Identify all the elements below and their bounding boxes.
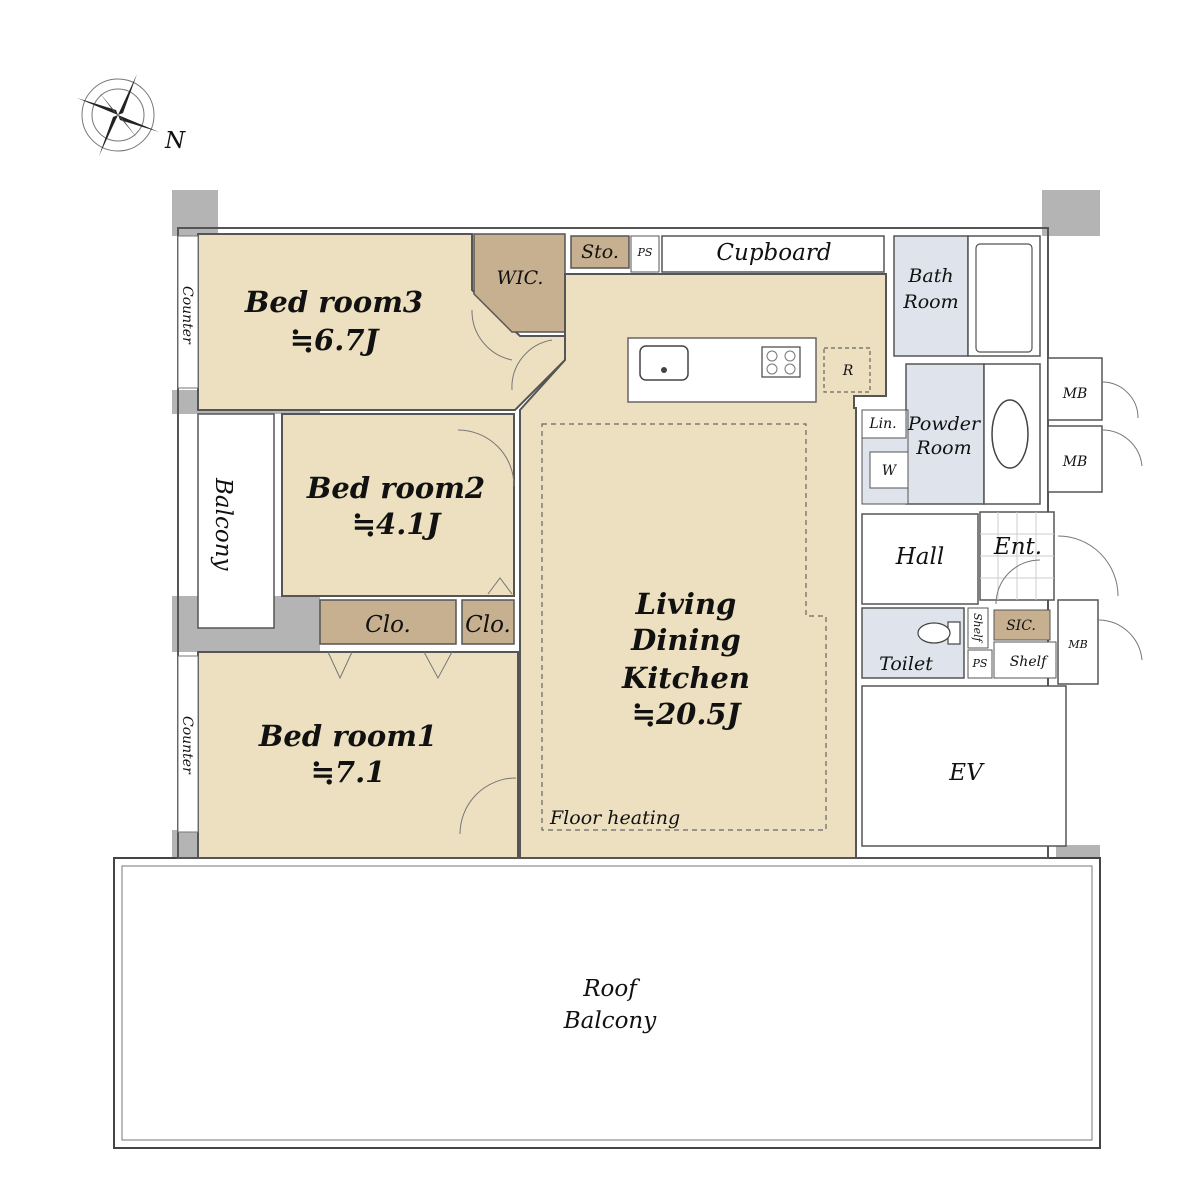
bedroom-1-area: ≒7.1 [311, 755, 386, 789]
north-label: N [164, 128, 186, 154]
floor-heating-area [541, 423, 827, 831]
ldk-label-line3: Kitchen [621, 661, 750, 695]
door-swing [511, 339, 553, 391]
roof-balcony-inner [121, 865, 1093, 1141]
sink-icon [639, 345, 689, 381]
bedroom-1-name: Bed room1 [258, 719, 437, 753]
refrigerator-label: R [842, 363, 854, 379]
small-balcony-label: Balcony [210, 477, 236, 572]
meter-box-3-label: MB [1067, 638, 1087, 651]
meter-box-1 [1047, 357, 1103, 421]
counter-bedroom3-label: Counter [179, 286, 195, 345]
bath-label-line2: Room [902, 291, 958, 313]
washer-space [869, 451, 909, 489]
washer-label: W [882, 463, 898, 479]
counter-bedroom3 [177, 235, 199, 389]
ldk-label-line1: Living [635, 587, 737, 621]
toilet-label: Toilet [879, 653, 933, 675]
elevator-hall [861, 685, 1067, 847]
toilet-pipe-space-label: PS [972, 657, 988, 670]
toilet-pipe-space [967, 649, 993, 679]
storage-label: Sto. [581, 241, 619, 263]
meter-box-1-label: MB [1062, 386, 1088, 402]
toilet-icon [917, 621, 961, 645]
cupboard [661, 235, 885, 273]
bathtub-icon [975, 243, 1033, 353]
door-marker [423, 651, 453, 680]
meter-box-2 [1047, 425, 1103, 493]
faucet-icon [661, 367, 667, 373]
roof-balcony-label-line1: Roof [582, 976, 640, 1002]
door-swing [1097, 619, 1143, 661]
bedroom-2-area: ≒4.1J [352, 507, 443, 541]
linen-cupboard [861, 409, 907, 439]
ldk-label-line2: Dining [630, 623, 741, 657]
door-marker [327, 651, 353, 680]
small-balcony [197, 413, 275, 629]
bedroom-1 [197, 651, 519, 859]
door-marker [487, 577, 513, 595]
pipe-space-label: PS [637, 246, 653, 259]
cupboard-label: Cupboard [716, 240, 831, 266]
bath-label-line1: Bath [907, 265, 953, 287]
washbasin-icon [991, 399, 1029, 469]
powder-label-line1: Powder [907, 413, 982, 435]
meter-box-2-label: MB [1062, 454, 1088, 470]
bath-room [893, 235, 969, 357]
powder-label-line2: Room [915, 437, 971, 459]
toilet-shelf [967, 607, 989, 649]
shoe-closet [993, 609, 1051, 641]
closet-bedroom1-label: Clo. [365, 612, 411, 638]
toilet-room [861, 607, 965, 679]
pipe-space [630, 235, 660, 273]
linen-label: Lin. [868, 416, 896, 432]
ldk-area: ≒20.5J [632, 697, 743, 731]
toilet-shelf-label: Shelf [971, 613, 984, 644]
elevator-label: EV [948, 760, 985, 786]
entrance-label: Ent. [993, 534, 1042, 560]
entrance-door-swing [1057, 535, 1119, 597]
door-swing [995, 559, 1041, 605]
roof-balcony [113, 857, 1101, 1149]
closet-bedroom1 [319, 599, 457, 645]
wic-label: WIC. [497, 267, 544, 289]
bedroom-3-name: Bed room3 [244, 285, 423, 319]
storage [570, 235, 630, 269]
refrigerator-space [823, 347, 871, 393]
walk-in-closet [473, 233, 566, 333]
roof-balcony-label-line2: Balcony [563, 1008, 658, 1034]
shoe-closet-label: SIC. [1006, 618, 1036, 634]
door-swing [471, 309, 513, 361]
hall-label: Hall [895, 544, 944, 570]
bedroom-2 [281, 413, 515, 597]
entrance [979, 511, 1055, 601]
wall-corner-ne [1042, 190, 1100, 236]
door-swing [1101, 429, 1143, 467]
bedroom-2-name: Bed room2 [306, 471, 485, 505]
entrance-shelf [993, 641, 1057, 679]
stove-icon [761, 346, 801, 378]
door-swing [1101, 381, 1139, 419]
counter-bedroom1 [177, 655, 199, 833]
compass-rose-icon [77, 74, 159, 156]
bedroom-3-area: ≒6.7J [290, 323, 381, 357]
counter-bedroom1-label: Counter [179, 716, 195, 775]
meter-box-3 [1057, 599, 1099, 685]
door-swing [457, 429, 515, 487]
floor-heating-label: Floor heating [549, 807, 680, 829]
closet-bedroom2 [461, 599, 515, 645]
door-swing [459, 777, 517, 835]
hall [861, 513, 979, 605]
entrance-shelf-label: Shelf [1010, 654, 1049, 670]
closet-bedroom2-label: Clo. [465, 612, 511, 638]
living-dining-kitchen [519, 273, 887, 859]
